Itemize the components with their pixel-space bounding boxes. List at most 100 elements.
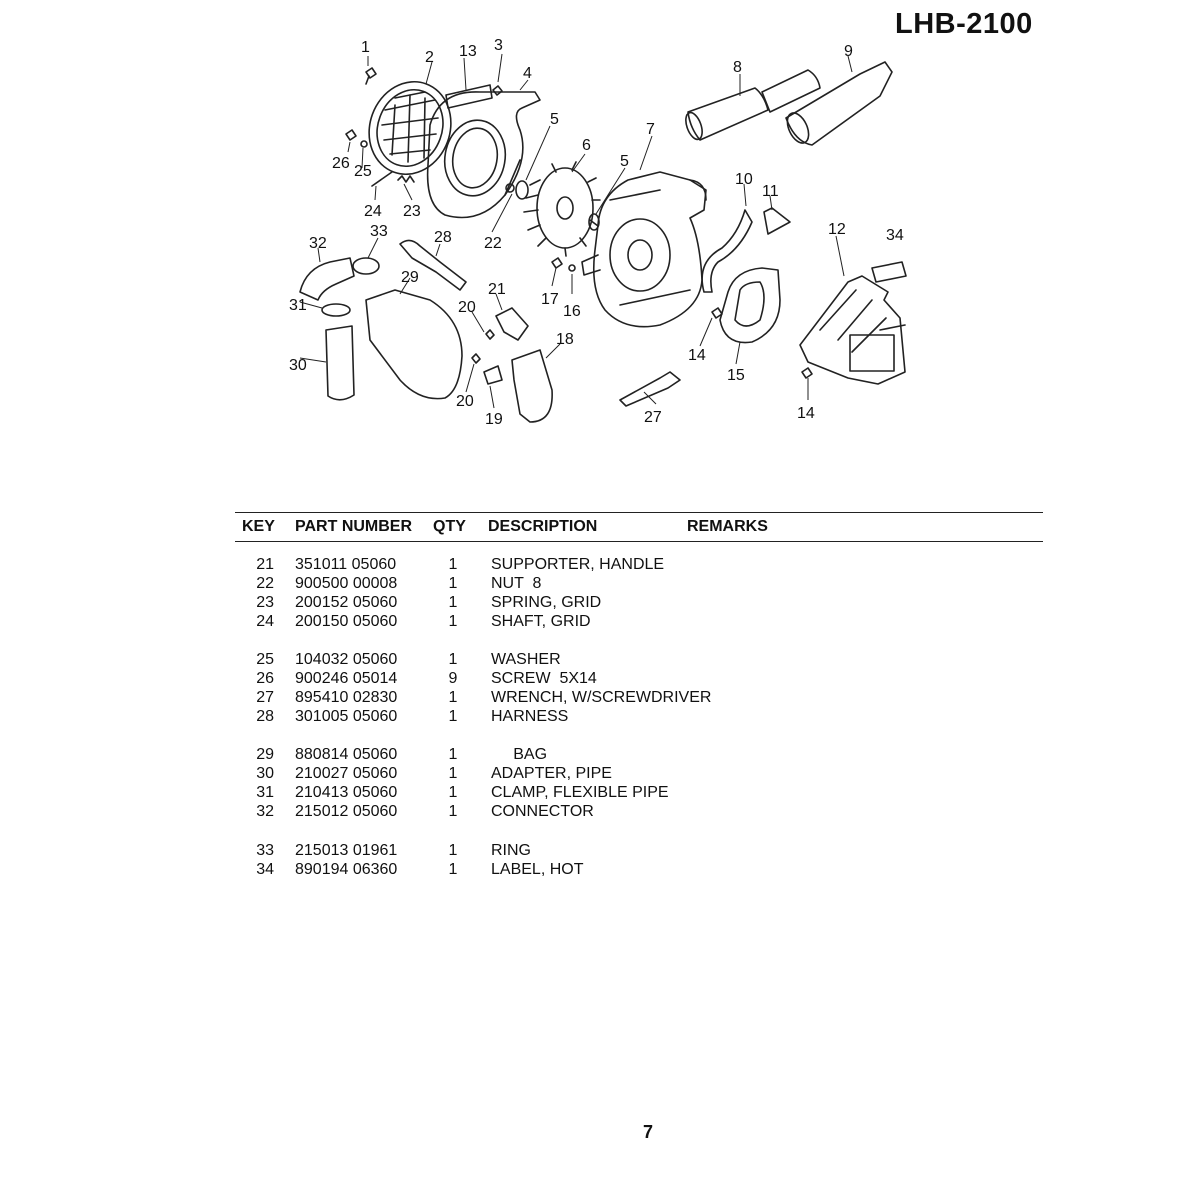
col-qty-header: QTY <box>433 518 466 535</box>
harness-part-28 <box>399 239 467 291</box>
shaft-part-24 <box>371 171 393 187</box>
description-cell: SCREW 5X14 <box>491 670 597 687</box>
key-cell: 25 <box>256 651 274 668</box>
callout: 1 <box>361 39 370 56</box>
key-cell: 22 <box>256 575 274 592</box>
callout: 8 <box>733 59 742 76</box>
callout: 28 <box>434 229 452 246</box>
qty-cell: 1 <box>448 784 458 801</box>
key-cell: 33 <box>256 842 274 859</box>
clamp-part-31 <box>321 303 351 317</box>
callout: 7 <box>646 121 655 138</box>
page-number: 7 <box>643 1122 654 1142</box>
callout: 20 <box>458 299 476 316</box>
key-cell: 34 <box>256 861 274 878</box>
key-cell: 31 <box>256 784 274 801</box>
key-cell: 24 <box>256 613 274 630</box>
key-cell: 27 <box>256 689 274 706</box>
part-number-cell: 210027 05060 <box>295 765 398 782</box>
qty-cell: 1 <box>448 746 458 763</box>
nut-part-22 <box>505 183 515 193</box>
callout: 4 <box>523 65 532 82</box>
callout: 34 <box>886 227 904 244</box>
description-cell: RING <box>491 842 531 859</box>
callout: 11 <box>762 183 779 200</box>
description-cell: CONNECTOR <box>491 803 594 820</box>
screw-part-20-b <box>471 353 481 364</box>
col-part-number-header: PART NUMBER <box>295 518 413 535</box>
grid-cover-part-2 <box>368 80 452 176</box>
description-cell: LABEL, HOT <box>491 861 584 878</box>
ring-part-33 <box>352 257 380 275</box>
qty-cell: 1 <box>448 594 458 611</box>
washer-part-25 <box>360 140 368 148</box>
fan-case-part-7 <box>581 171 707 328</box>
key-cell: 26 <box>256 670 274 687</box>
callout: 22 <box>484 235 502 252</box>
callout: 14 <box>688 347 706 364</box>
part-number-cell: 210413 05060 <box>295 784 398 801</box>
callout: 10 <box>735 171 753 188</box>
spring-part-23 <box>397 175 415 183</box>
screw-part-1 <box>365 67 377 85</box>
adapter-part-30 <box>325 325 355 401</box>
qty-cell: 1 <box>448 556 458 573</box>
screw-part-14-b <box>801 367 813 379</box>
callout: 17 <box>541 291 559 308</box>
key-cell: 23 <box>256 594 274 611</box>
callout: 23 <box>403 203 421 220</box>
part-number-cell: 104032 05060 <box>295 651 398 668</box>
description-cell: ADAPTER, PIPE <box>491 765 612 782</box>
qty-cell: 1 <box>448 842 458 859</box>
part-number-cell: 351011 05060 <box>295 556 397 573</box>
callout: 19 <box>485 411 503 428</box>
table-header-rule <box>235 541 1043 542</box>
description-cell: HARNESS <box>491 708 569 725</box>
callout: 6 <box>582 137 591 154</box>
callout: 15 <box>727 367 745 384</box>
wire-part-11 <box>763 207 791 235</box>
qty-cell: 1 <box>448 651 458 668</box>
housing-cover-part-4 <box>426 91 541 219</box>
qty-cell: 9 <box>448 670 458 687</box>
key-cell: 32 <box>256 803 274 820</box>
callout: 5 <box>620 153 629 170</box>
part-number-cell: 880814 05060 <box>295 746 398 763</box>
part-number-cell: 215012 05060 <box>295 803 398 820</box>
callout: 21 <box>488 281 506 298</box>
engine-part-12 <box>799 275 906 385</box>
callout: 5 <box>550 111 559 128</box>
washer-part-5 <box>515 180 529 200</box>
callout: 27 <box>644 409 662 426</box>
callout: 31 <box>289 297 307 314</box>
screw-part-20 <box>485 329 495 340</box>
screw-part-3 <box>492 85 503 96</box>
screw-part-17 <box>551 257 563 269</box>
callout: 24 <box>364 203 382 220</box>
col-key-header: KEY <box>242 518 275 535</box>
col-remarks-header: REMARKS <box>687 518 768 535</box>
callout: 9 <box>844 43 853 60</box>
table-top-rule <box>235 512 1043 513</box>
key-cell: 29 <box>256 746 274 763</box>
supporter-part-21 <box>495 307 529 341</box>
key-cell: 21 <box>256 556 274 573</box>
part-number-cell: 200150 05060 <box>295 613 398 630</box>
description-cell: SUPPORTER, HANDLE <box>491 556 665 573</box>
qty-cell: 1 <box>448 803 458 820</box>
description-cell: SPRING, GRID <box>491 594 602 611</box>
qty-cell: 1 <box>448 689 458 706</box>
part-number-cell: 900500 00008 <box>295 575 398 592</box>
qty-cell: 1 <box>448 708 458 725</box>
callout: 30 <box>289 357 307 374</box>
description-cell: BAG <box>491 746 548 763</box>
callout: 20 <box>456 393 474 410</box>
qty-cell: 1 <box>448 765 458 782</box>
part-number-cell: 301005 05060 <box>295 708 398 725</box>
